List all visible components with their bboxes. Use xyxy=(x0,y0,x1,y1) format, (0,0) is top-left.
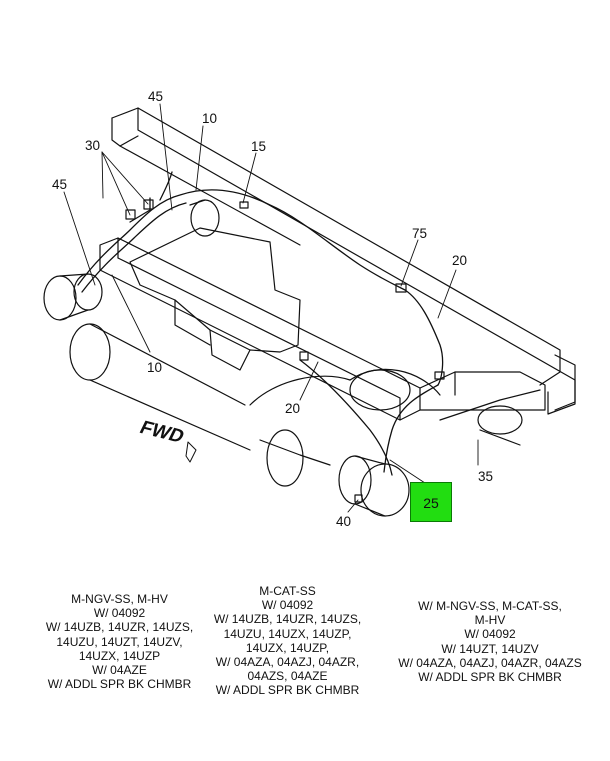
note-line: W/ ADDL SPR BK CHMBR xyxy=(418,670,562,685)
note-line: 14UZU, 14UZT, 14UZV, xyxy=(56,634,183,649)
note-line: 14UZU, 14UZX, 14UZP, xyxy=(223,626,352,641)
hose-fittings xyxy=(125,199,445,503)
brake-chambers xyxy=(43,199,410,517)
note-line: W/ M-NGV-SS, M-CAT-SS, xyxy=(418,599,562,613)
axle-brake-hose-diagram xyxy=(43,103,576,517)
callout-10-top: 10 xyxy=(202,111,218,126)
note-line: W/ ADDL SPR BK CHMBR xyxy=(215,683,360,698)
note-line: 04AZS, 04AZE xyxy=(247,669,328,684)
note-line: 14UZX, 14UZP, xyxy=(245,640,330,655)
note-line: W/ 04092 xyxy=(261,598,314,613)
frame-rails xyxy=(99,107,576,421)
callout-75: 75 xyxy=(412,226,428,241)
note-line: 14UZX, 14UZP xyxy=(78,648,161,663)
note-line: W/ 04AZA, 04AZJ, 04AZR, xyxy=(215,655,360,670)
callout-45-top: 45 xyxy=(148,89,164,104)
note-line: W/ 04AZE xyxy=(92,663,147,678)
callout-25-highlighted[interactable]: 25 xyxy=(423,495,439,511)
note-line: W/ 04092 xyxy=(93,606,146,621)
crossmember-plate xyxy=(129,227,301,371)
highlighted-part-box[interactable] xyxy=(410,482,452,522)
axle-housing xyxy=(69,323,541,487)
callout-45-left: 45 xyxy=(52,177,68,192)
note-line: W/ 14UZB, 14UZR, 14UZS, xyxy=(45,620,194,635)
note-line: M-NGV-SS, M-HV xyxy=(71,592,168,606)
callout-20-right: 20 xyxy=(452,253,468,268)
callout-30: 30 xyxy=(85,138,101,153)
callout-20-bottom: 20 xyxy=(285,401,301,416)
callout-15: 15 xyxy=(251,139,267,154)
leader-lines xyxy=(63,103,479,513)
callout-40: 40 xyxy=(336,514,352,529)
note-line: W/ 04AZA, 04AZJ, 04AZR, 04AZS xyxy=(398,655,582,670)
note-line: M-HV xyxy=(474,613,506,628)
fwd-arrow xyxy=(185,441,197,463)
callout-10-bottom: 10 xyxy=(147,360,163,375)
callout-35: 35 xyxy=(478,469,494,484)
note-line: W/ 04092 xyxy=(464,627,516,642)
note-right: W/ M-NGV-SS, M-CAT-SS, M-HV W/ 04092 W/ … xyxy=(385,599,595,684)
note-middle: M-CAT-SS W/ 04092 W/ 14UZB, 14UZR, 14UZS… xyxy=(195,584,380,698)
note-line: W/ ADDL SPR BK CHMBR xyxy=(47,677,192,692)
note-left: M-NGV-SS, M-HV W/ 04092 W/ 14UZB, 14UZR,… xyxy=(22,592,217,691)
note-line: M-CAT-SS xyxy=(259,584,316,598)
note-line: W/ 14UZT, 14UZV xyxy=(441,641,539,656)
note-line: W/ 14UZB, 14UZR, 14UZS, xyxy=(213,612,362,627)
brake-hoses xyxy=(77,171,444,476)
